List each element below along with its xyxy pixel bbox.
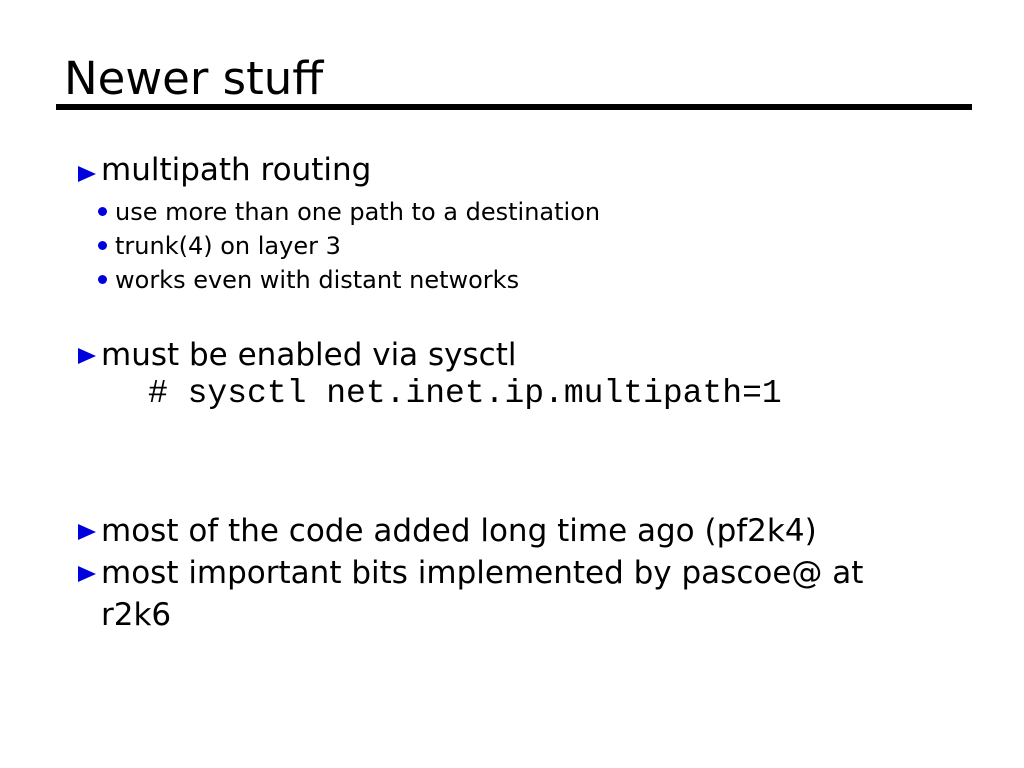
bullet-dot-icon <box>98 241 107 250</box>
bullet-triangle-icon <box>78 524 96 540</box>
bullet-text: must be enabled via sysctl <box>101 337 517 373</box>
bullet-dot-icon <box>98 275 107 284</box>
bullet-text: multipath routing <box>101 152 372 188</box>
slide-title: Newer stuff <box>64 52 324 105</box>
title-underline-rule <box>56 104 972 110</box>
bullet-triangle-icon <box>78 166 96 182</box>
sub-bullet-text: works even with distant networks <box>115 266 520 294</box>
bullet-triangle-icon <box>78 348 96 364</box>
bullet-triangle-icon <box>78 566 96 582</box>
sysctl-command-code: # sysctl net.inet.ip.multipath=1 <box>148 375 782 412</box>
sub-bullet-text: use more than one path to a destination <box>115 198 601 226</box>
bullet-text: most of the code added long time ago (pf… <box>101 513 817 549</box>
bullet-dot-icon <box>98 207 107 216</box>
bullet-text: most important bits implemented by pasco… <box>101 555 864 633</box>
sub-bullet-text: trunk(4) on layer 3 <box>115 232 341 260</box>
